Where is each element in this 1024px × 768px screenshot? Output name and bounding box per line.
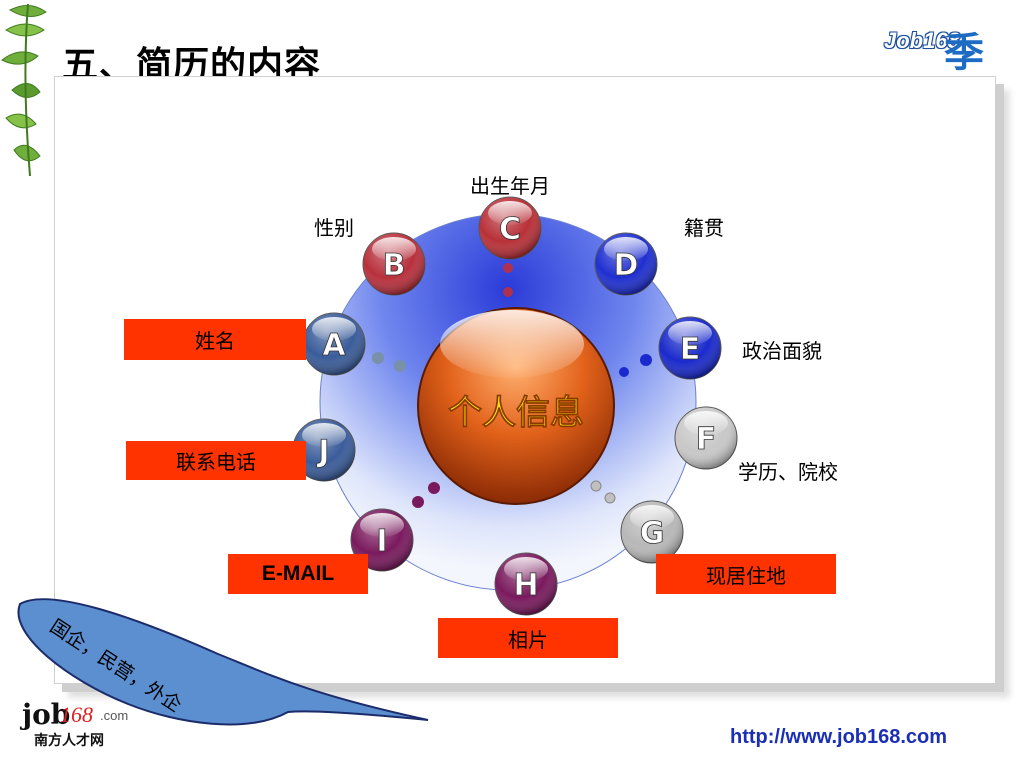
node-letter: C [499, 212, 521, 247]
label-native-place: 籍贯 [684, 216, 724, 240]
node-ball-h: H [494, 552, 558, 616]
label-residence: 现居住地 [706, 563, 786, 588]
label-photo-box: 相片 [438, 618, 618, 658]
label-photo: 相片 [508, 627, 548, 652]
node-ball-g: G [620, 500, 684, 564]
logo-dotcom: .com [100, 708, 129, 723]
node-letter: J [316, 434, 329, 469]
node-ball-a: A [302, 312, 366, 376]
label-gender: 性别 [314, 216, 354, 240]
logo-number: 168 [60, 702, 93, 727]
label-name: 姓名 [195, 329, 235, 353]
label-education: 学历、院校 [738, 460, 838, 484]
leaves-decoration [1, 3, 47, 177]
node-ball-b: B [362, 232, 426, 296]
label-birth-date: 出生年月 [470, 174, 550, 198]
node-letter: D [614, 248, 639, 283]
label-phone-box: 联系电话 [126, 441, 306, 480]
node-letter: F [696, 422, 717, 457]
label-residence-box: 现居住地 [656, 554, 836, 594]
label-phone: 联系电话 [176, 450, 256, 474]
logo-job: job [22, 698, 71, 731]
node-letter: A [322, 328, 346, 363]
logo-big-char: 季 [944, 30, 984, 76]
node-ball-j: J [292, 418, 356, 482]
node-ball-c: C [478, 196, 542, 260]
node-letter: H [513, 568, 538, 603]
job168-season-logo: Job168 季 [884, 20, 1004, 76]
center-node: 个人信息 [417, 307, 615, 505]
job168-footer-logo: job 168 .com 南方人才网 [22, 698, 132, 754]
label-name-box: 姓名 [124, 319, 306, 360]
center-label: 个人信息 [448, 393, 584, 433]
node-ball-d: D [594, 232, 658, 296]
website-link[interactable]: http://www.job168.com [730, 726, 948, 748]
node-letter: B [383, 248, 406, 283]
connector-dots [372, 263, 652, 508]
node-letter: E [680, 332, 701, 367]
label-email-box: E-MAIL [228, 554, 368, 594]
logo-subtitle: 南方人才网 [34, 733, 104, 749]
node-balls: A B C D E F G H I J [292, 196, 738, 616]
label-political-status: 政治面貌 [742, 339, 822, 363]
label-email: E-MAIL [261, 562, 335, 585]
node-ball-e: E [658, 316, 722, 380]
callout-bubble [17, 598, 429, 726]
logo-text: Job168 [884, 28, 960, 53]
node-letter: G [640, 516, 665, 551]
node-letter: I [376, 524, 387, 559]
node-ball-f: F [674, 406, 738, 470]
